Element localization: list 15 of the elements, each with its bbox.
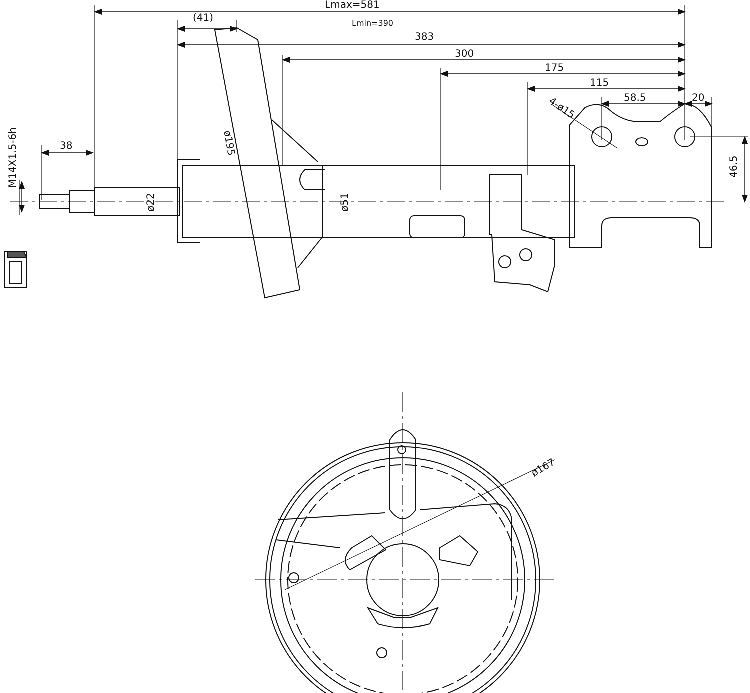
dimension-label: M14X1.5-6h [8,128,19,188]
dimension-label: (41) [193,13,214,24]
dimension-label: 58.5 [624,93,646,104]
dimension-label: 175 [545,63,564,74]
dimension-label: ø51 [340,193,351,212]
dimension-label: 115 [590,78,610,89]
dimension-label: 38 [60,141,73,152]
dimension-label: Lmax=581 [325,0,380,11]
dimension-label: Lmin=390 [352,18,394,29]
dimension-label: 300 [455,49,474,60]
dimension-label: ø195 [221,130,236,157]
dimension-label: ø22 [146,193,157,212]
dimension-label: 46.5 [729,156,740,178]
dimension-label: 20 [692,93,705,104]
dimension-label: 383 [415,32,434,43]
